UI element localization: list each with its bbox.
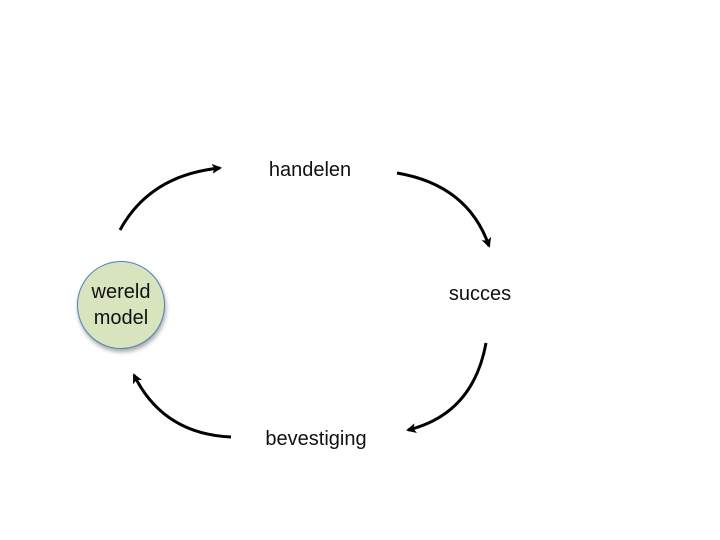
arrow-model-to-act [118, 163, 222, 231]
world-model-label-line1: wereld [91, 281, 151, 303]
arrow-act-to-success [396, 171, 492, 248]
world-model-node: wereld model [77, 261, 165, 349]
confirm-node-label: bevestiging [265, 428, 367, 450]
world-model-label-line2: model [93, 307, 149, 329]
success-node-label: succes [448, 283, 512, 305]
arrow-confirm-to-model [132, 373, 232, 439]
arrow-success-to-confirm [406, 342, 488, 433]
act-node-label: handelen [268, 159, 352, 181]
